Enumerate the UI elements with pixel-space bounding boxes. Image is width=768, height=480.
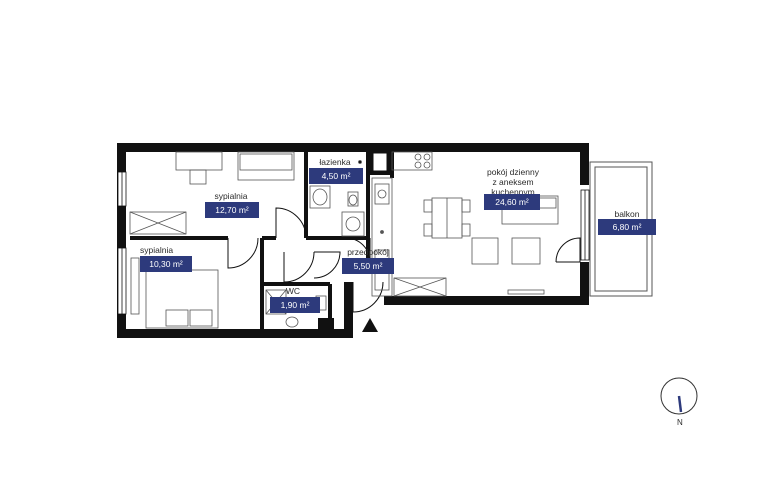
room-name-hall: przedpokój <box>347 247 389 257</box>
room-name-bathroom: łazienka <box>319 157 351 167</box>
kitchen-counter <box>371 151 433 297</box>
exterior-walls <box>117 143 589 338</box>
room-name-bedroom2: sypialnia <box>140 245 174 255</box>
compass-icon <box>660 377 698 415</box>
area-badge-hall: 5,50 m² <box>342 258 394 274</box>
bathroom-fixtures <box>309 160 365 237</box>
windows <box>117 171 590 315</box>
room-name-living-line3: kuchennym <box>491 187 535 197</box>
area-badge-bathroom: 4,50 m² <box>309 168 363 184</box>
bedroom1-furniture <box>129 151 295 235</box>
room-name-wc: WC <box>285 286 301 296</box>
area-badge-balcony: 6,80 m² <box>598 219 656 235</box>
area-badge-bedroom2: 10,30 m² <box>140 256 192 272</box>
entrance-arrow-icon <box>362 318 378 332</box>
room-name-living-line1: pokój dzienny <box>487 167 539 177</box>
living-furniture <box>393 195 559 297</box>
area-badge-wc: 1,90 m² <box>270 297 320 313</box>
room-name-living-line2: z aneksem <box>492 177 534 187</box>
door-swings <box>227 207 581 313</box>
compass-north-label: N <box>677 418 683 427</box>
area-badge-bedroom1: 12,70 m² <box>205 202 259 218</box>
room-name-bedroom1: sypialnia <box>214 191 248 201</box>
area-badge-living: 24,60 m² <box>484 194 540 210</box>
room-name-balcony: balkon <box>614 209 640 219</box>
